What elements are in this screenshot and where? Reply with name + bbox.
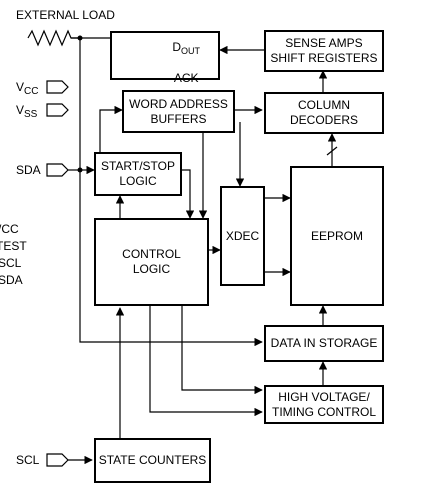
dout-label: DOUT — [172, 40, 200, 56]
junction-dot — [77, 167, 83, 173]
word-address-buffers-block: WORD ADDRESS BUFFERS — [122, 90, 235, 133]
left-edge-vcc-label: /CC — [0, 222, 19, 236]
junction-dot — [77, 35, 83, 41]
sda-pin — [46, 163, 69, 177]
sda-pin-label: SDA — [16, 163, 41, 177]
vcc-pin — [46, 80, 69, 94]
data-in-storage-block: DATA IN STORAGE — [264, 325, 384, 362]
control-logic-block: CONTROL LOGIC — [94, 218, 209, 306]
column-decoders-block: COLUMN DECODERS — [264, 92, 384, 134]
resistor-symbol — [27, 29, 80, 47]
xdec-block: XDEC — [220, 186, 265, 286]
eeprom-block: EEPROM — [290, 166, 384, 306]
dout-ack-text: DOUT ACK — [172, 25, 200, 86]
sense-amps-shift-registers-block: SENSE AMPS SHIFT REGISTERS — [264, 30, 384, 72]
left-edge-test-label: TEST — [0, 239, 27, 253]
vss-label: VSS — [16, 103, 38, 120]
start-stop-logic-block: START/STOP LOGIC — [94, 152, 182, 196]
sda-bus — [79, 38, 263, 347]
dout-ack-block: DOUT ACK — [110, 31, 220, 85]
ack-label: ACK — [173, 71, 199, 85]
scl-pin — [46, 453, 69, 467]
vcc-label: VCC — [16, 80, 39, 97]
scl-pin-label: SCL — [16, 453, 40, 467]
left-edge-sda-label: SDA — [0, 273, 23, 287]
external-load-label: EXTERNAL LOAD — [16, 8, 115, 22]
vss-pin — [46, 103, 69, 117]
left-edge-scl-label: SCL — [0, 256, 22, 270]
high-voltage-timing-control-block: HIGH VOLTAGE/ TIMING CONTROL — [264, 385, 384, 424]
state-counters-block: STATE COUNTERS — [94, 438, 211, 483]
